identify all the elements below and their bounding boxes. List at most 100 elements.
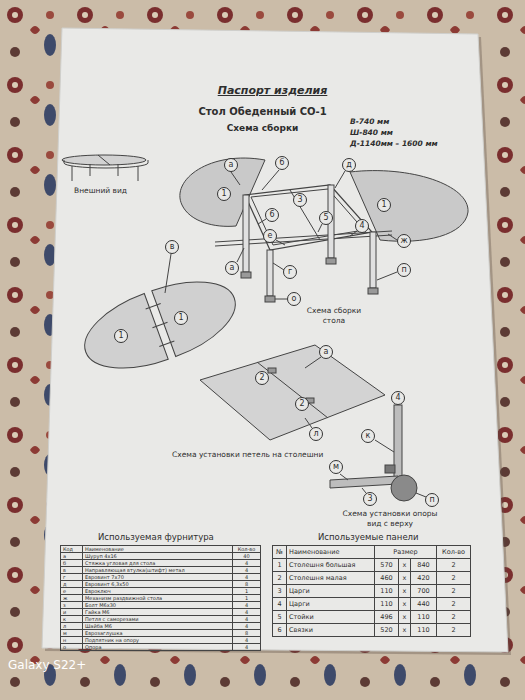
table-cell: 2 xyxy=(437,572,471,585)
product-info: Стол Обеденный СО-1 xyxy=(0,106,525,117)
callout-letter: 6 xyxy=(269,211,274,219)
table-cell: 4 xyxy=(233,616,261,623)
table-cell: 700 xyxy=(411,585,437,598)
table-cell: 5 xyxy=(273,611,287,624)
table-cell: 2 xyxy=(437,611,471,624)
table-cell: 110 xyxy=(375,585,399,598)
table-row: бСтяжка угловая для стола4 xyxy=(61,560,261,567)
table-cell: 840 xyxy=(411,559,437,572)
callout-letter: 1 xyxy=(178,314,183,322)
callout-letter: г xyxy=(288,268,292,276)
table-cell: 4 xyxy=(233,637,261,644)
table-cell: Петля с саморезами xyxy=(83,616,233,623)
table-cell: 4 xyxy=(233,574,261,581)
table-cell: 2 xyxy=(273,572,287,585)
table-cell: л xyxy=(61,623,83,630)
table-cell: 420 xyxy=(411,572,437,585)
callout-circle: 4 xyxy=(391,391,405,405)
callout-circle: 2 xyxy=(295,397,309,411)
table-cell: 2 xyxy=(437,624,471,637)
callout-letter: о xyxy=(292,295,297,303)
callout-circle: 4 xyxy=(355,219,369,233)
table-cell: Гайка М6 xyxy=(83,609,233,616)
table-cell: 1 xyxy=(273,559,287,572)
table-header: № xyxy=(273,546,287,559)
product-info: Ш-840 мм xyxy=(350,128,393,137)
callout-letter: п xyxy=(401,266,406,274)
section-heading: Используемая фурнитура xyxy=(98,532,214,542)
callout-circle: в xyxy=(165,240,179,254)
callout-circle: к xyxy=(361,429,375,443)
callout-circle: ж xyxy=(397,234,411,248)
product-info: Д-1140мм – 1600 мм xyxy=(350,139,438,148)
callout-letter: а xyxy=(230,264,235,272)
table-cell: з xyxy=(61,602,83,609)
callout-circle: 6 xyxy=(265,208,279,222)
table-cell: Евровинт 7х70 xyxy=(83,574,233,581)
table-cell: 110 xyxy=(411,611,437,624)
table-header: Наименование xyxy=(287,546,375,559)
product-info: В-740 мм xyxy=(350,117,389,126)
table-cell: Стяжка угловая для стола xyxy=(83,560,233,567)
table-cell: 4 xyxy=(233,644,261,651)
table-cell: Стойки xyxy=(287,611,375,624)
callout-letter: п xyxy=(429,496,434,504)
table-row: иГайка М64 xyxy=(61,609,261,616)
table-cell: 8 xyxy=(233,581,261,588)
panels-table: №НаименованиеРазмерКол-во1Столешня больш… xyxy=(272,545,471,637)
table-cell: x xyxy=(399,611,411,624)
table-row: 3Царги110x7002 xyxy=(273,585,471,598)
table-body: КодНаименованиеКол-воаШуруп 4х1640бСтяжк… xyxy=(61,546,261,651)
table-cell: 110 xyxy=(375,598,399,611)
table-cell: Механизм раздвижной стола xyxy=(83,595,233,602)
table-cell: 570 xyxy=(375,559,399,572)
callout-letter: 5 xyxy=(323,214,328,222)
table-header: Кол-во xyxy=(233,546,261,553)
callout-circle: л xyxy=(309,427,323,441)
table-row: гЕвровинт 7х704 xyxy=(61,574,261,581)
table-cell: 4 xyxy=(233,567,261,574)
section-heading: Схема установки опоры вид с верху xyxy=(336,509,444,529)
callout-circle: 5 xyxy=(319,211,333,225)
callout-circle: а xyxy=(225,261,239,275)
callout-letter: 3 xyxy=(367,495,372,503)
table-cell: x xyxy=(399,585,411,598)
table-row: №НаименованиеРазмерКол-во xyxy=(273,546,471,559)
table-row: 4Царги110x4402 xyxy=(273,598,471,611)
table-row: нПодпятник на опору4 xyxy=(61,637,261,644)
table-row: зБолт М6х304 xyxy=(61,602,261,609)
table-cell: 520 xyxy=(375,624,399,637)
table-cell: м xyxy=(61,630,83,637)
section-heading: Схема установки петель на столешни xyxy=(172,450,323,459)
table-cell: 4 xyxy=(233,609,261,616)
callout-letter: 4 xyxy=(359,222,364,230)
table-cell: x xyxy=(399,572,411,585)
table-cell: 4 xyxy=(233,602,261,609)
callout-letter: а xyxy=(324,348,329,356)
table-row: 1Столешня большая570x8402 xyxy=(273,559,471,572)
table-header: Размер xyxy=(375,546,437,559)
callout-circle: 3 xyxy=(363,492,377,506)
table-cell: 2 xyxy=(437,598,471,611)
callout-letter: а xyxy=(229,161,234,169)
callout-letter: ж xyxy=(400,237,407,245)
table-cell: и xyxy=(61,609,83,616)
table-cell: б xyxy=(61,560,83,567)
callout-letter: л xyxy=(313,430,318,438)
callout-circle: д xyxy=(342,158,356,172)
table-header: Код xyxy=(61,546,83,553)
camera-watermark: Galaxy S22+ xyxy=(8,658,86,672)
table-cell: 4 xyxy=(273,598,287,611)
table-cell: Болт М6х30 xyxy=(83,602,233,609)
table-cell: Связки xyxy=(287,624,375,637)
callout-letter: к xyxy=(366,432,371,440)
table-cell: Подпятник на опору xyxy=(83,637,233,644)
table-cell: н xyxy=(61,637,83,644)
table-row: аШуруп 4х1640 xyxy=(61,553,261,560)
table-cell: 2 xyxy=(437,559,471,572)
table-row: КодНаименованиеКол-во xyxy=(61,546,261,553)
table-cell: Опора xyxy=(83,644,233,651)
table-cell: x xyxy=(399,598,411,611)
table-row: оОпора4 xyxy=(61,644,261,651)
table-body: №НаименованиеРазмерКол-во1Столешня больш… xyxy=(273,546,471,637)
